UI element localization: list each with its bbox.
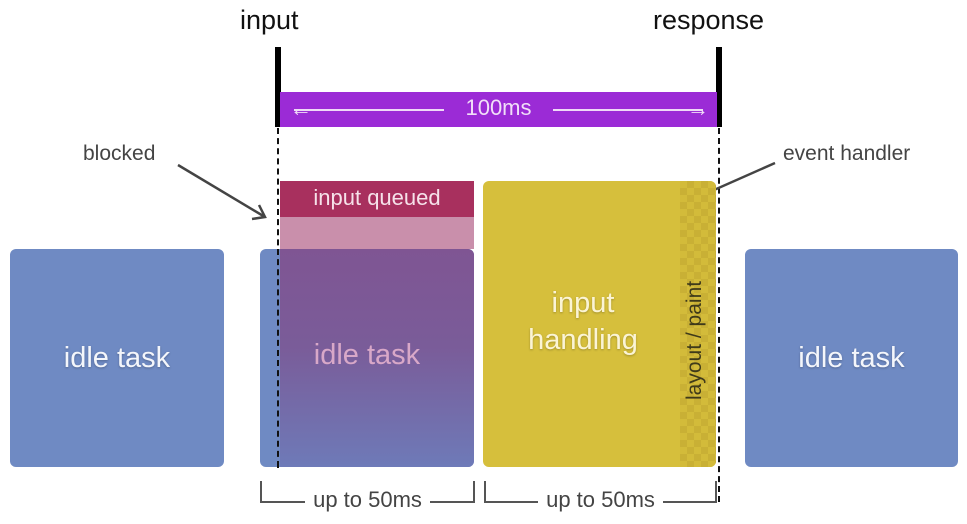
right-arrow-icon: → — [687, 96, 709, 121]
idle-task-block: idle task — [745, 249, 958, 467]
blocked-arrow-icon — [177, 163, 267, 221]
layout-paint-region — [680, 181, 716, 467]
bracket-label: up to 50ms — [305, 487, 430, 512]
input-queued-wait — [280, 217, 474, 249]
idle-task-label: idle task — [798, 341, 905, 374]
input-handling-block: input handling — [483, 181, 716, 467]
layout-paint-label: layout / paint — [683, 280, 706, 400]
duration-label: 100ms — [465, 95, 532, 120]
input-queued-bar: input queued — [280, 181, 474, 217]
response-marker — [716, 47, 722, 127]
response-guide-line — [718, 128, 720, 502]
blocked-note: blocked — [83, 142, 156, 165]
idle-task-block: idle task — [10, 249, 224, 467]
idle-task-label: idle task — [313, 339, 421, 371]
blocked-idle-task-block: idle task — [260, 249, 474, 467]
duration-bar: ← 100ms → — [280, 92, 717, 127]
input-handling-label: input handling — [528, 287, 638, 356]
response-label: response — [653, 5, 765, 35]
left-arrow-line — [294, 109, 444, 111]
input-label: input — [240, 5, 299, 35]
left-arrow-icon: ← — [290, 96, 312, 121]
idle-task-label: idle task — [63, 341, 171, 374]
input-marker — [275, 47, 281, 127]
input-guide-line-overlay — [277, 249, 279, 467]
event-handler-note: event handler — [783, 142, 911, 165]
blocked-overlay — [280, 249, 474, 467]
right-arrow-line — [553, 109, 703, 111]
bracket-label: up to 50ms — [538, 487, 663, 512]
duration-bracket: up to 50ms — [260, 481, 475, 512]
duration-bracket: up to 50ms — [484, 481, 717, 512]
